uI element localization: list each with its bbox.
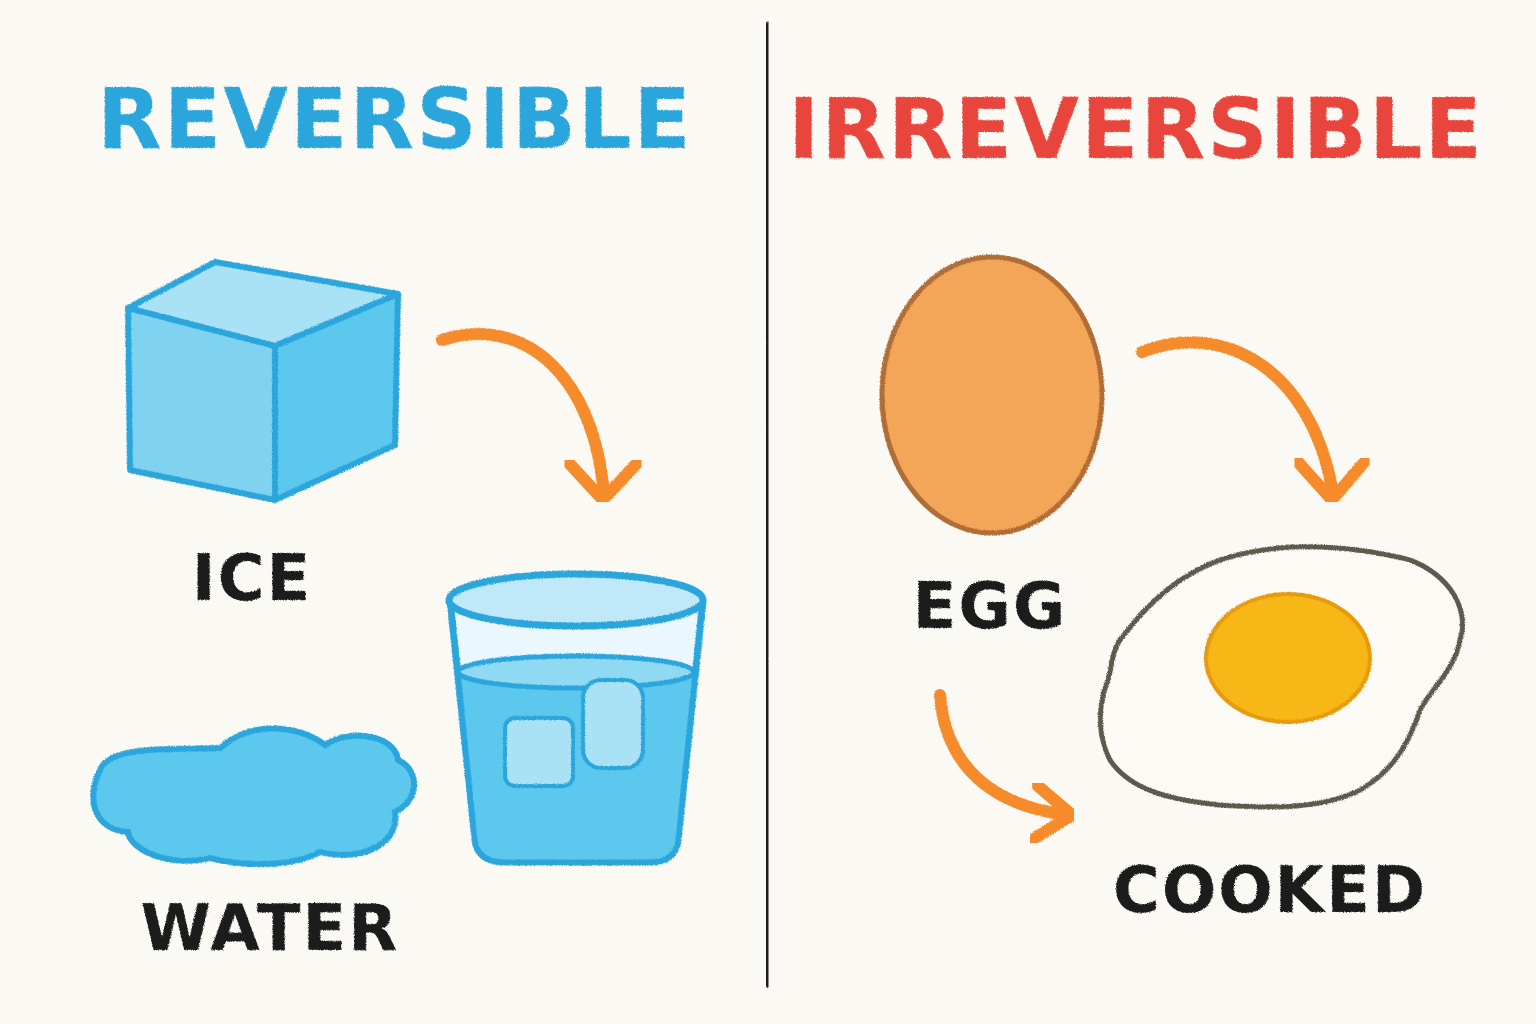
ice-cube-icon [125, 259, 401, 503]
center-divider [763, 21, 771, 988]
water-label: WATER [141, 892, 400, 966]
water-puddle-icon [90, 725, 418, 868]
cooked-label: COOKED [1113, 854, 1427, 928]
ice-label: ICE [192, 542, 313, 616]
arrowhead-icon [562, 456, 644, 506]
reversible-heading: REVERSIBLE [97, 70, 693, 168]
arrowhead-icon [1292, 454, 1372, 506]
curved-arrow-icon [934, 689, 1074, 821]
egg-label: EGG [913, 570, 1068, 644]
arrowhead-icon [1026, 780, 1078, 846]
curved-arrow-icon [436, 328, 609, 491]
water-glass-icon [445, 570, 707, 866]
curved-arrow-icon [1136, 336, 1338, 494]
fried-egg-icon [1097, 544, 1466, 810]
irreversible-heading: IRREVERSIBLE [788, 80, 1484, 178]
egg-icon [879, 254, 1105, 536]
